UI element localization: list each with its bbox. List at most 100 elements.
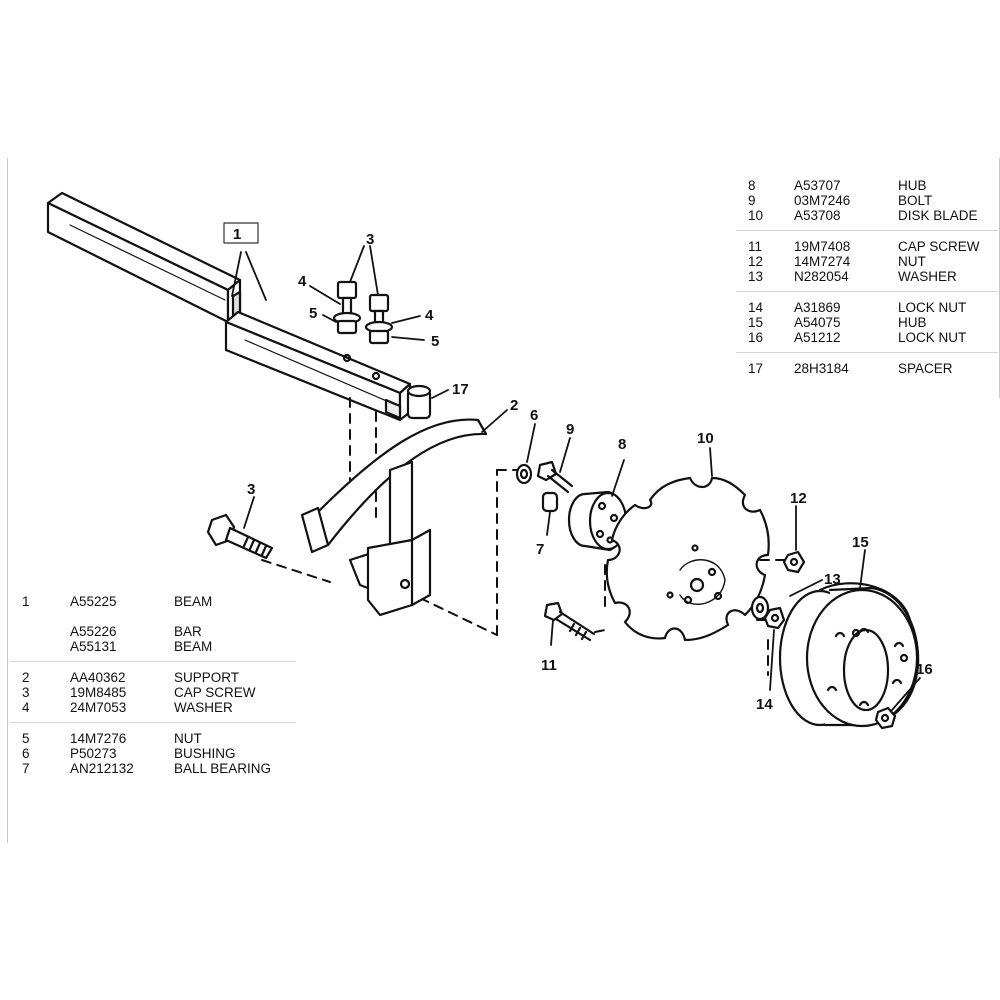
part-description: CAP SCREW [898, 239, 980, 254]
part-number-index: 13 [748, 269, 764, 284]
callout-7: 7 [536, 541, 544, 558]
parts-row: 7 AN212132 BALL BEARING [22, 761, 297, 776]
parts-row: 1 A55225 BEAM [22, 594, 297, 609]
part-description: LOCK NUT [898, 300, 967, 315]
part-number-index: 6 [22, 746, 30, 761]
part-number: A53707 [794, 178, 841, 193]
part-number-index: 9 [748, 193, 756, 208]
parts-row: 14 A31869 LOCK NUT [748, 300, 998, 315]
disk-blade-drawing [605, 476, 770, 642]
part-number: 19M7408 [794, 239, 851, 254]
part-number-index: 15 [748, 315, 764, 330]
part-number: A31869 [794, 300, 841, 315]
part-description: BEAM [174, 594, 213, 609]
part-number-index: 2 [22, 670, 30, 685]
part-number-index: 14 [748, 300, 764, 315]
part-description: BAR [174, 624, 202, 639]
callout-16: 16 [916, 661, 933, 678]
part-number: A51212 [794, 330, 841, 345]
part-number: 28H3184 [794, 361, 849, 376]
callout-12: 12 [790, 490, 807, 507]
part-number: A55131 [70, 639, 117, 654]
part-description: SUPPORT [174, 670, 240, 685]
part-description: CAP SCREW [174, 685, 256, 700]
part-number-index: 1 [22, 594, 30, 609]
part-number: 14M7274 [794, 254, 851, 269]
part-description: HUB [898, 178, 927, 193]
part-description: DISK BLADE [898, 208, 978, 223]
parts-row: 10 A53708 DISK BLADE [748, 208, 998, 223]
nuts-washers [750, 550, 806, 630]
callout-1: 1 [233, 226, 241, 243]
callout-11: 11 [541, 657, 557, 674]
part-description: HUB [898, 315, 927, 330]
parts-row: 16 A51212 LOCK NUT [748, 330, 998, 345]
lock-nut-16 [874, 706, 897, 730]
callout-10: 10 [697, 430, 714, 447]
part-number: N282054 [794, 269, 849, 284]
part-description: BALL BEARING [174, 761, 272, 776]
part-number-index: 11 [748, 239, 763, 254]
callout-17: 17 [452, 381, 469, 398]
parts-row: 3 19M8485 CAP SCREW [22, 685, 297, 700]
frame-left-line [7, 158, 8, 843]
group-separator [10, 722, 295, 723]
cap-screw-left [206, 513, 274, 560]
callout-15: 15 [852, 534, 869, 551]
parts-row: 12 14M7274 NUT [748, 254, 998, 269]
callout-4-right: 4 [425, 307, 434, 324]
part-number-index: 3 [22, 685, 30, 700]
part-number-index: 12 [748, 254, 764, 269]
part-description: LOCK NUT [898, 330, 967, 345]
part-number: 24M7053 [70, 700, 127, 715]
group-separator [736, 291, 998, 292]
part-number: AN212132 [70, 761, 134, 776]
spacer-drawing [406, 384, 432, 420]
part-description: SPACER [898, 361, 953, 376]
callout-2: 2 [510, 397, 518, 414]
callout-9: 9 [566, 421, 574, 438]
part-number-index: 4 [22, 700, 30, 715]
parts-row: 13 N282054 WASHER [748, 269, 998, 284]
parts-row: 2 AA40362 SUPPORT [22, 670, 297, 685]
part-number-index: 7 [22, 761, 30, 776]
part-number: A53708 [794, 208, 841, 223]
callout-13: 13 [824, 571, 841, 588]
callout-14: 14 [756, 696, 773, 713]
support-drawing [300, 418, 488, 617]
callout-box-1 [223, 222, 259, 244]
part-description: NUT [898, 254, 926, 269]
parts-row: A55226 BAR [22, 624, 297, 639]
part-number: A55226 [70, 624, 117, 639]
group-separator [736, 230, 998, 231]
part-number-index: 16 [748, 330, 764, 345]
parts-row: 11 19M7408 CAP SCREW [748, 239, 998, 254]
part-number-index: 10 [748, 208, 764, 223]
part-description: BUSHING [174, 746, 236, 761]
part-number: A55225 [70, 594, 117, 609]
part-number: P50273 [70, 746, 117, 761]
callout-3-top: 3 [366, 231, 374, 248]
cap-screw-11 [543, 601, 596, 642]
group-separator [736, 352, 998, 353]
callout-5-left: 5 [309, 305, 317, 322]
leader-lines [231, 245, 921, 711]
part-number: 14M7276 [70, 731, 127, 746]
callout-6: 6 [530, 407, 538, 424]
part-number-index: 17 [748, 361, 764, 376]
part-number: AA40362 [70, 670, 126, 685]
part-description: WASHER [898, 269, 957, 284]
part-description: BEAM [174, 639, 213, 654]
part-number: 19M8485 [70, 685, 127, 700]
upper-bolts [332, 280, 394, 345]
hub-15-drawing [778, 582, 920, 728]
small-parts [515, 460, 574, 513]
